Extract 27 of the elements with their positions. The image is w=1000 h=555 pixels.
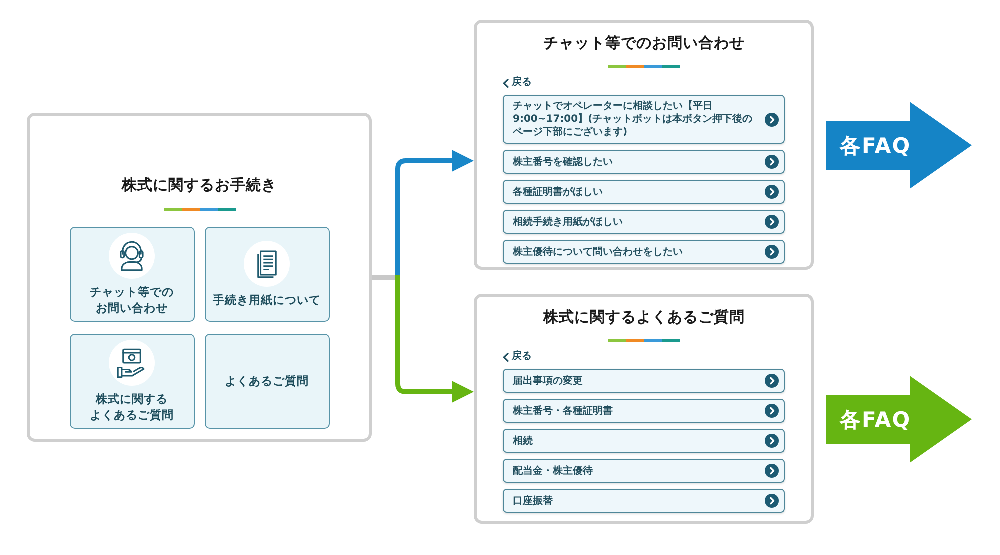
arrow-label: 各FAQ bbox=[840, 406, 912, 434]
back-link: 戻る bbox=[503, 76, 532, 90]
page-title: 株式に関するよくあるご質問 bbox=[543, 307, 745, 327]
web-page-panel bbox=[474, 294, 814, 524]
arrow-shape bbox=[826, 102, 972, 189]
menu-tile: チャット等でのお問い合わせ bbox=[70, 227, 194, 322]
connector-line bbox=[372, 276, 396, 280]
menu-link-button: 株主優待について問い合わせをしたい bbox=[503, 240, 785, 264]
menu-link-button: 口座振替 bbox=[503, 489, 785, 513]
arrow-shape bbox=[826, 376, 972, 463]
menu-link-button: 届出事項の変更 bbox=[503, 369, 785, 393]
page-title: 株式に関するお手続き bbox=[122, 175, 277, 195]
back-link: 戻る bbox=[503, 350, 532, 364]
web-page-panel bbox=[474, 20, 814, 270]
page-title: チャット等でのお問い合わせ bbox=[543, 33, 745, 53]
menu-link-button: チャットでオペレーターに相談したい【平日9:00~17:00】(チャットボットは本ボタン押下後のページ下部にございます) bbox=[503, 95, 785, 144]
menu-link-button: 相続手続き用紙がほしい bbox=[503, 210, 785, 234]
menu-link-button: 株主番号を確認したい bbox=[503, 150, 785, 174]
menu-link-button: 配当金・株主優待 bbox=[503, 459, 785, 483]
menu-tile: 株式に関するよくあるご質問 bbox=[70, 334, 194, 429]
web-page-panel bbox=[27, 113, 372, 442]
menu-link-button: 相続 bbox=[503, 429, 785, 453]
menu-link-button: 各種証明書がほしい bbox=[503, 180, 785, 204]
menu-link-button: 株主番号・各種証明書 bbox=[503, 399, 785, 423]
arrow-label: 各FAQ bbox=[840, 132, 912, 160]
menu-tile: 手続き用紙について bbox=[204, 227, 330, 322]
menu-tile: よくあるご質問 bbox=[204, 334, 330, 429]
